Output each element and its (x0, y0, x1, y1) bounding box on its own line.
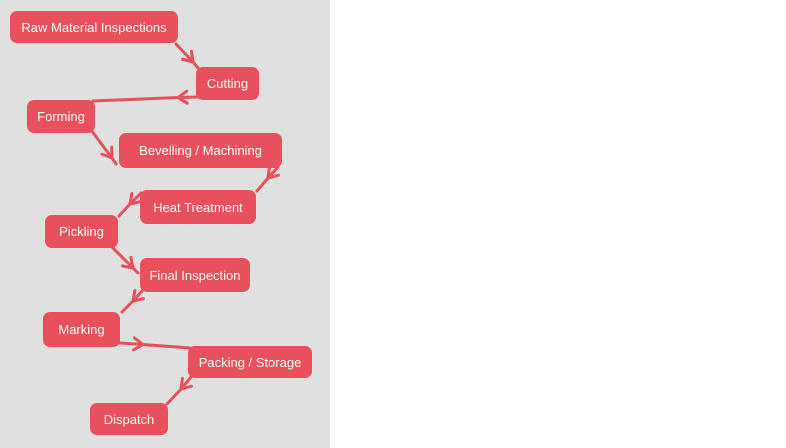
node-cutting[interactable]: Cutting (196, 67, 259, 100)
node-marking[interactable]: Marking (43, 312, 120, 347)
node-final-inspection[interactable]: Final Inspection (140, 258, 250, 292)
node-label: Forming (37, 109, 85, 124)
connector-forming-to-bevelling-machining (89, 128, 118, 166)
connector-final-inspection-to-marking (120, 288, 146, 314)
node-label: Bevelling / Machining (139, 143, 262, 158)
node-label: Packing / Storage (198, 354, 302, 370)
node-label: Final Inspection (149, 267, 241, 283)
node-packing-storage[interactable]: Packing / Storage (188, 346, 312, 378)
connector-packing-storage-to-dispatch (165, 375, 193, 406)
diagram-canvas: Raw Material Inspections Cutting Forming… (0, 0, 330, 448)
connector-pickling-to-final-inspection (110, 245, 140, 275)
connector-raw-material-inspections-to-cutting (174, 42, 200, 70)
node-label: Cutting (206, 76, 249, 91)
connector-marking-to-packing-storage (118, 336, 192, 352)
node-label: Raw Material Inspections (21, 19, 167, 35)
node-heat-treatment[interactable]: Heat Treatment (140, 190, 256, 224)
node-dispatch[interactable]: Dispatch (90, 403, 168, 435)
connector-heat-treatment-to-pickling (117, 191, 143, 218)
node-forming[interactable]: Forming (27, 100, 95, 133)
connectors-layer (89, 42, 280, 406)
node-pickling[interactable]: Pickling (45, 215, 118, 248)
connector-bevelling-machining-to-heat-treatment (255, 165, 280, 193)
connector-cutting-to-forming (91, 89, 200, 105)
node-label: Marking (58, 322, 105, 337)
node-label: Pickling (59, 224, 104, 239)
node-bevelling-machining[interactable]: Bevelling / Machining (119, 133, 282, 168)
node-label: Heat Treatment (153, 199, 243, 215)
node-raw-material-inspections[interactable]: Raw Material Inspections (10, 11, 178, 43)
node-label: Dispatch (103, 411, 155, 427)
